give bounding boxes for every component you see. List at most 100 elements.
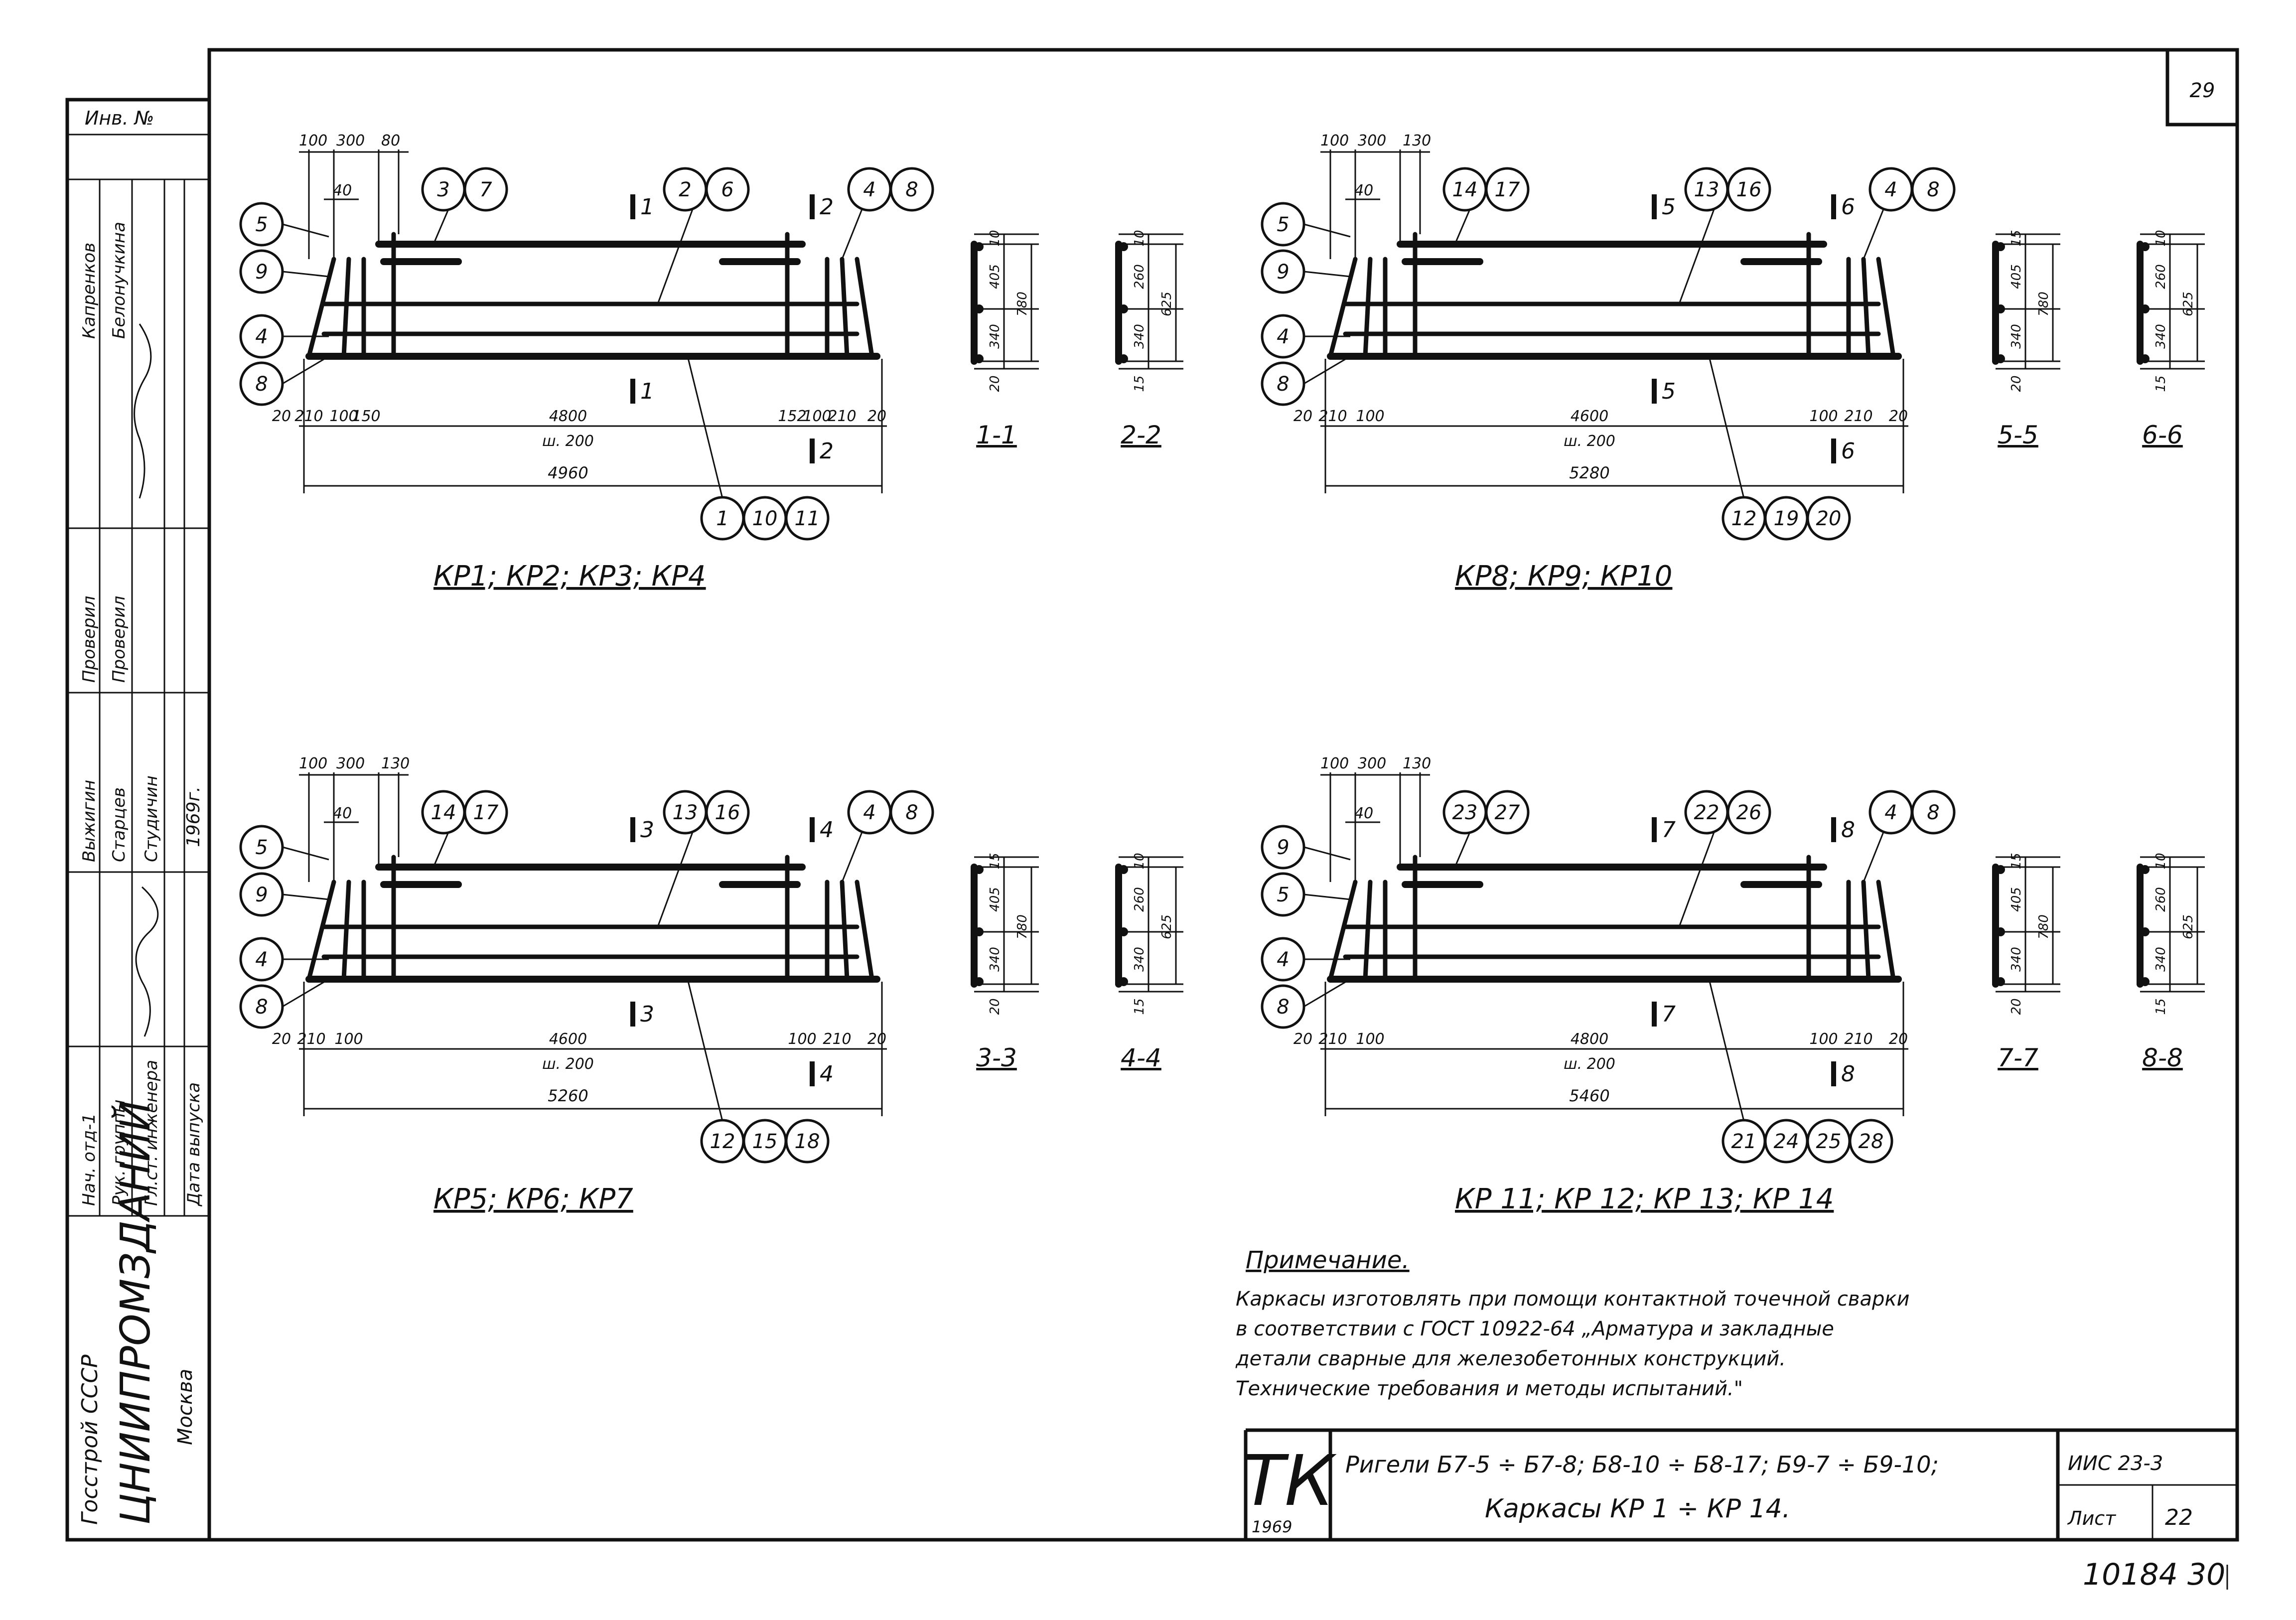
svg-text:405: 405 [2009, 264, 2024, 289]
callout-bottom-1-label: 12 [710, 1130, 735, 1153]
svg-text:15: 15 [2009, 853, 2024, 869]
callout-bottom-3 [785, 496, 830, 541]
dim-bottom-1: 20 [272, 1031, 291, 1048]
section-mark-b-top: 6 [1841, 194, 1855, 220]
role-2: Рук. группы [109, 1099, 129, 1206]
callout-bottom-3 [785, 1119, 830, 1164]
dim-bottom-10: 20 [867, 408, 886, 425]
callout-top-3-label: 13 [1694, 178, 1720, 201]
dim-bottom-9: 210 [828, 408, 856, 425]
callout-bottom-3-label: 18 [795, 1130, 820, 1153]
dim-total: 5460 [1569, 1086, 1609, 1105]
callout-top-5-label: 4 [1884, 801, 1897, 824]
svg-text:6-6: 6-6 [2142, 421, 2183, 449]
svg-text:15: 15 [2153, 998, 2168, 1015]
stamp-list-label: Лист [2067, 1507, 2117, 1529]
dim-bottom-7: 210 [823, 1031, 851, 1048]
svg-text:780: 780 [1015, 292, 1030, 316]
svg-text:340: 340 [2153, 947, 2168, 972]
svg-text:15: 15 [1132, 998, 1147, 1015]
dim-top-2: 300 [336, 755, 365, 772]
callout-left-2-label: 9 [255, 884, 268, 906]
callout-left-3-label: 4 [255, 948, 268, 971]
person-1: Выжигин [79, 780, 99, 862]
callout-left-1-label: 5 [255, 213, 268, 236]
org-cniipromzdaniy: ЦНИИПРОМЗДАНИЙ [111, 1101, 159, 1525]
section-mark-b-top: 4 [820, 817, 834, 843]
callout-left-3-label: 4 [1277, 948, 1289, 971]
year-side: 1969г. [183, 786, 204, 847]
callout-left-1-label: 9 [1277, 836, 1289, 859]
callout-bottom-3 [1806, 496, 1851, 541]
svg-text:340: 340 [2009, 947, 2024, 972]
callout-top-3-label: 13 [673, 801, 698, 824]
svg-text:5-5: 5-5 [1998, 421, 2038, 449]
callout-bottom-4-label: 28 [1859, 1130, 1884, 1153]
callout-top-6 [889, 167, 934, 212]
inv-label: Инв. № [85, 107, 154, 129]
svg-text:405: 405 [2009, 887, 2024, 912]
callout-top-1-label: 14 [1452, 178, 1478, 201]
org-moscow: Москва [174, 1369, 197, 1445]
callout-left-3-label: 4 [1277, 325, 1289, 348]
svg-text:780: 780 [2036, 914, 2051, 939]
dim-total: 4960 [548, 463, 588, 482]
dim-bottom-1: 20 [1293, 1031, 1312, 1048]
svg-text:780: 780 [1015, 914, 1030, 939]
person-7: Белонучкина [109, 222, 129, 339]
svg-text:3-3: 3-3 [976, 1043, 1017, 1072]
stirrup [1861, 257, 1871, 359]
dim-bottom-2: 210 [1318, 408, 1347, 425]
callout-bottom-3-label: 11 [795, 507, 820, 530]
dim-bottom-4: 150 [352, 408, 380, 425]
dim-top-4: 40 [1354, 182, 1373, 199]
dim-top-3: 130 [1403, 755, 1431, 772]
svg-text:340: 340 [2153, 324, 2168, 349]
dim-bottom-3: 100 [1356, 1031, 1384, 1048]
svg-text:10: 10 [2153, 853, 2168, 869]
stirrup [1328, 880, 1358, 982]
section-mark-b-top: 8 [1841, 817, 1855, 843]
panel-title: КР5; КР6; КР7 [433, 1183, 633, 1215]
svg-text:780: 780 [2036, 292, 2051, 316]
svg-text:405: 405 [988, 887, 1003, 912]
callout-top-4 [1726, 790, 1771, 835]
stirrup [855, 257, 874, 359]
dim-bottom-6: 100 [788, 1031, 816, 1048]
svg-text:10: 10 [1132, 230, 1147, 246]
section-mark-b-bottom: 2 [820, 439, 834, 464]
callout-top-1-label: 3 [437, 178, 449, 201]
stamp-tk: ТК [1242, 1441, 1337, 1522]
section-mark-a-top: 3 [640, 817, 654, 843]
dim-bottom-6: 100 [1809, 1031, 1838, 1048]
svg-text:340: 340 [1132, 324, 1147, 349]
dim-bottom-8: 20 [1889, 408, 1908, 425]
signature-2 [135, 886, 159, 1037]
callout-top-6-label: 8 [1927, 178, 1939, 201]
svg-text:260: 260 [2153, 887, 2168, 912]
svg-text:15: 15 [988, 853, 1003, 869]
note-line-2: в соответствии с ГОСТ 10922-64 „Арматура… [1236, 1318, 1834, 1340]
callout-top-4 [1726, 167, 1771, 212]
callout-top-4-label: 16 [715, 801, 740, 824]
svg-text:20: 20 [988, 998, 1003, 1015]
callout-bottom-3-label: 20 [1816, 507, 1842, 530]
dim-bottom-2: 210 [1318, 1031, 1347, 1048]
stamp-year: 1969 [1252, 1517, 1292, 1536]
callout-top-2 [463, 167, 508, 212]
person-4: Капренков [79, 243, 99, 339]
stamp-code: ИИС 23-3 [2068, 1452, 2163, 1475]
stamp-line-1: Ригели Б7-5 ÷ Б7-8; Б8-10 ÷ Б8-17; Б9-7 … [1345, 1451, 1939, 1478]
org-gosstroy: Госстрой СССР [77, 1354, 103, 1525]
note-line-4: Технические требования и методы испытани… [1236, 1377, 1743, 1400]
callout-top-4 [705, 167, 750, 212]
callout-top-6-label: 8 [905, 801, 918, 824]
role-4: Дата выпуска [184, 1082, 204, 1207]
